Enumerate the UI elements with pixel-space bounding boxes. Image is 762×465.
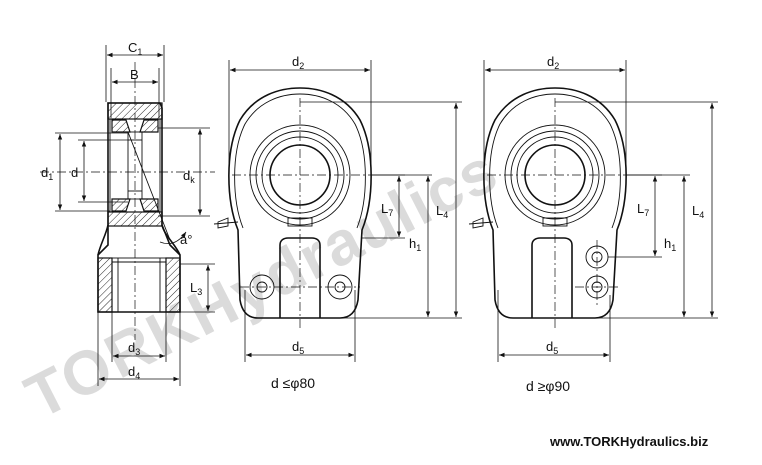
label-alpha: a° xyxy=(180,232,192,247)
label-c1: C1 xyxy=(128,40,142,57)
label-d3: d3 xyxy=(128,340,140,357)
label-l3: L3 xyxy=(190,280,202,297)
front-view-small: d2 L4 L7 h1 d5 d ≤φ80 xyxy=(213,54,462,391)
label-d4: d4 xyxy=(128,364,140,381)
section-view: C1 B d1 d dk a° L3 d3 xyxy=(40,40,215,386)
label-l7-large: L7 xyxy=(637,201,649,218)
front-view-large: d2 L4 L7 h1 d5 d ≥φ90 xyxy=(468,54,718,394)
label-d1: d1 xyxy=(41,165,53,182)
label-d2-large: d2 xyxy=(547,54,559,71)
label-h1-large: h1 xyxy=(664,236,676,253)
label-l7-small: L7 xyxy=(381,201,393,218)
label-d5-large: d5 xyxy=(546,339,558,356)
caption-large: d ≥φ90 xyxy=(526,378,570,394)
label-l4-large: L4 xyxy=(692,203,704,220)
label-d5-small: d5 xyxy=(292,339,304,356)
caption-small: d ≤φ80 xyxy=(271,375,315,391)
label-b: B xyxy=(130,67,139,82)
label-d2-small: d2 xyxy=(292,54,304,71)
label-d: d xyxy=(71,165,78,180)
label-h1-small: h1 xyxy=(409,236,421,253)
website-url: www.TORKHydraulics.biz xyxy=(549,434,709,449)
label-l4-small: L4 xyxy=(436,203,448,220)
label-dk: dk xyxy=(183,168,195,185)
